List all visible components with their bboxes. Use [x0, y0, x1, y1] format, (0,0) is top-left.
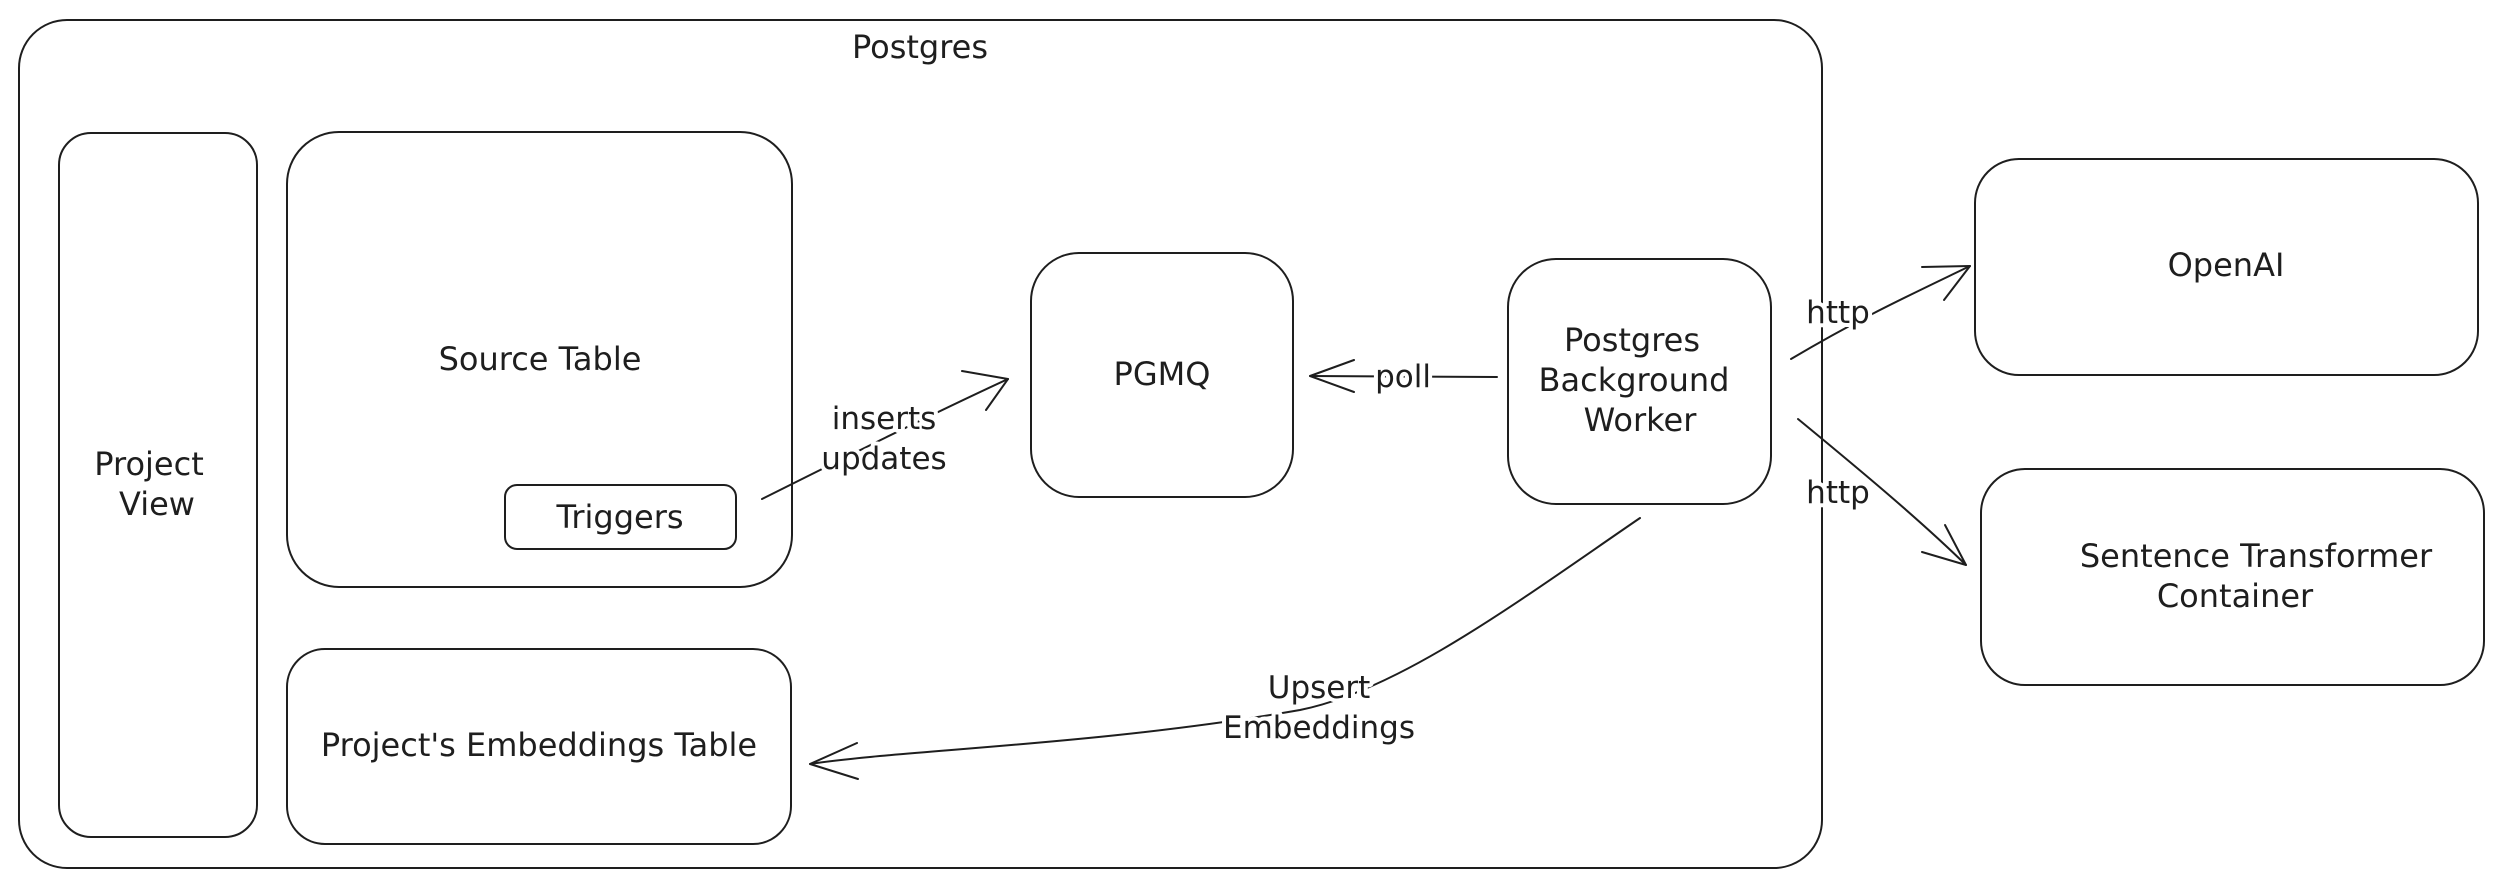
edge-inserts-updates: inserts updates — [761, 370, 1009, 500]
upsert-embeddings-label-line-1: Upsert — [1268, 670, 1371, 706]
http-sentence-arrow-line — [1797, 418, 1967, 566]
upsert-embeddings-arrow-line — [809, 517, 1641, 765]
pgmq-label: PGMQ — [1114, 355, 1211, 393]
source-table-box — [286, 131, 793, 588]
http-openai-arrow-line — [1790, 265, 1971, 360]
edge-upsert-embeddings: Upsert Embeddings — [809, 517, 1641, 780]
pgmq-box — [1030, 252, 1294, 498]
edge-http-openai: http — [1790, 265, 1971, 360]
poll-arrowhead — [1309, 359, 1355, 393]
sentence-transformer-label-line-2: Container — [2157, 577, 2314, 615]
pgmq-node: PGMQ — [1030, 252, 1294, 498]
inserts-updates-arrow-line — [761, 378, 1009, 500]
openai-node: OpenAI — [1974, 158, 2479, 376]
project-view-node: Project View — [58, 132, 258, 838]
project-view-box — [58, 132, 258, 838]
background-worker-label-line-2: Background — [1539, 361, 1730, 399]
project-view-label-line-2: View — [119, 485, 195, 523]
inserts-updates-arrowhead — [961, 370, 1009, 411]
embeddings-table-label: Project's Embeddings Table — [321, 726, 757, 764]
http-sentence-arrowhead — [1921, 524, 1967, 566]
postgres-container-label: Postgres — [852, 28, 988, 66]
background-worker-box — [1507, 258, 1772, 505]
http-openai-arrowhead — [1921, 265, 1971, 301]
source-table-label: Source Table — [439, 340, 642, 378]
openai-label: OpenAI — [2168, 246, 2285, 284]
postgres-container: Postgres — [18, 19, 1823, 869]
sentence-transformer-label-line-1: Sentence Transformer — [2080, 537, 2433, 575]
project-view-label-line-1: Project — [94, 445, 203, 483]
background-worker-label-line-1: Postgres — [1564, 321, 1700, 359]
source-table-node: Source Table — [286, 131, 793, 588]
triggers-label: Triggers — [555, 498, 683, 536]
upsert-embeddings-label-line-2: Embeddings — [1223, 710, 1415, 746]
poll-arrow-line — [1309, 375, 1498, 378]
edge-poll: poll — [1309, 355, 1498, 399]
upsert-embeddings-arrowhead — [809, 742, 859, 780]
background-worker-label-line-3: Worker — [1584, 401, 1698, 439]
http-sentence-label: http — [1806, 475, 1870, 511]
sentence-transformer-box — [1980, 468, 2485, 686]
background-worker-node: Postgres Background Worker — [1507, 258, 1772, 505]
inserts-updates-label-line-1: inserts — [832, 401, 937, 437]
http-openai-label: http — [1806, 295, 1870, 331]
openai-box — [1974, 158, 2479, 376]
embeddings-table-node: Project's Embeddings Table — [286, 648, 792, 845]
edge-http-sentence: http — [1797, 418, 1967, 566]
sentence-transformer-node: Sentence Transformer Container — [1980, 468, 2485, 686]
triggers-box — [504, 484, 737, 550]
postgres-container-border — [18, 19, 1823, 869]
embeddings-table-box — [286, 648, 792, 845]
poll-label: poll — [1375, 359, 1431, 395]
inserts-updates-label-line-2: updates — [821, 441, 946, 477]
triggers-node: Triggers — [504, 484, 737, 550]
